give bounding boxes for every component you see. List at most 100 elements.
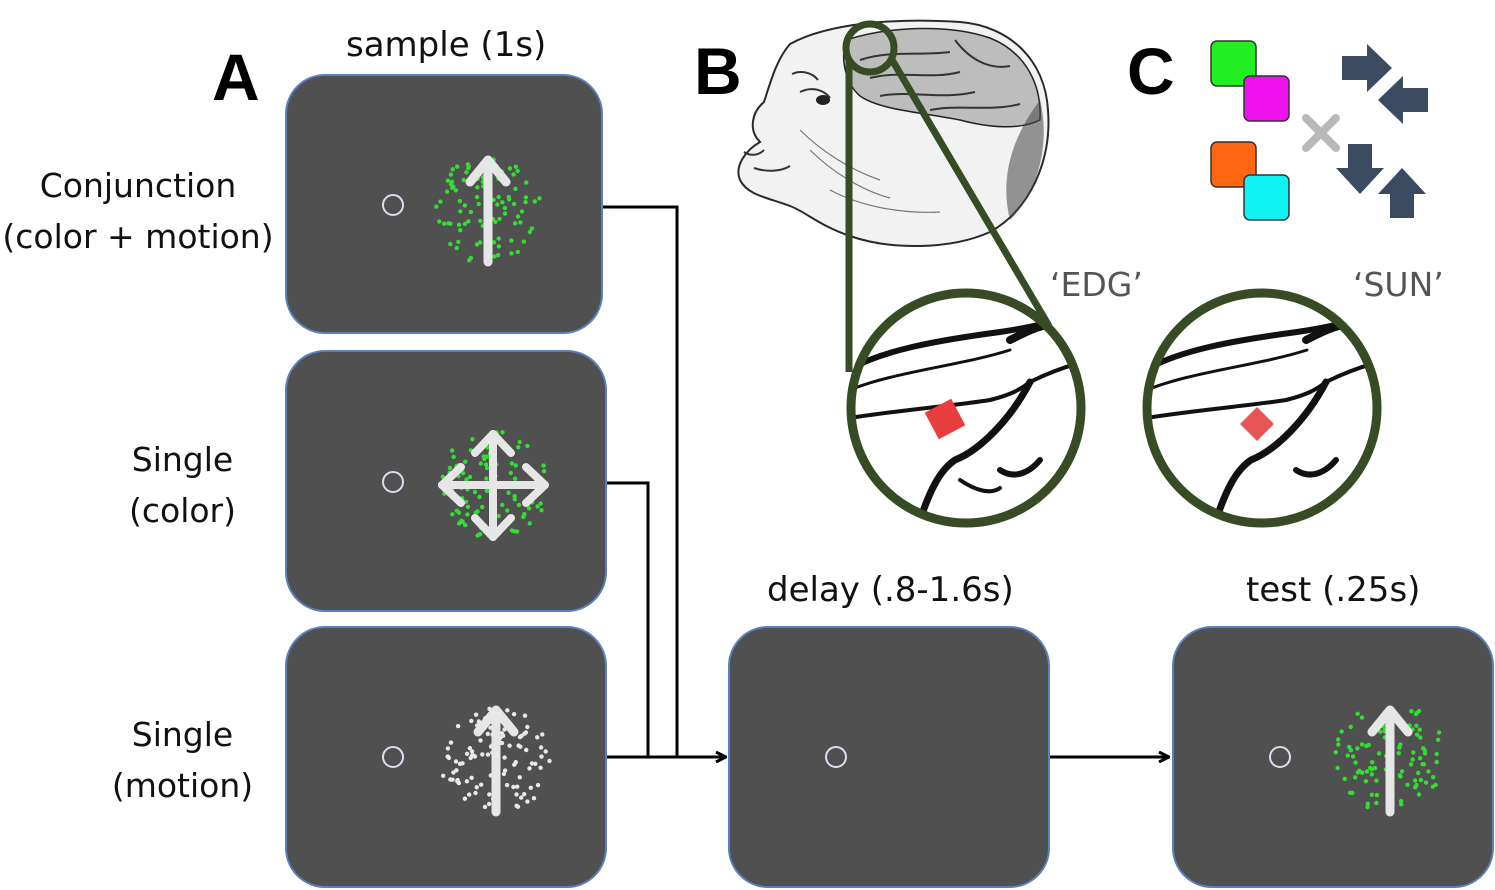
motion-dot [492, 254, 497, 259]
electrode-array-lens-edg [846, 288, 1086, 528]
motion-dot [479, 782, 484, 787]
motion-dot [541, 469, 547, 474]
motion-dot [496, 244, 502, 249]
motion-dot [525, 799, 530, 804]
motion-dot [502, 755, 507, 760]
motion-dot [1364, 769, 1370, 774]
delay-heading: delay (.8-1.6s) [767, 570, 1014, 610]
motion-dot [465, 162, 471, 167]
motion-dot [1372, 765, 1378, 771]
motion-dot [515, 168, 520, 174]
motion-dot [455, 779, 460, 784]
motion-dot [1369, 792, 1375, 797]
motion-dot [461, 177, 466, 183]
motion-dot [462, 796, 468, 801]
motion-dot [491, 240, 497, 245]
motion-dot [448, 740, 454, 745]
electrode-array [924, 398, 966, 440]
motion-dot [532, 199, 537, 204]
test-heading: test (.25s) [1246, 570, 1421, 610]
arrow-right-icon [1342, 44, 1392, 92]
motion-dot [511, 172, 516, 177]
motion-dot [448, 241, 453, 247]
motion-dot [463, 459, 468, 464]
motion-dot [502, 768, 508, 773]
color-square-magenta [1243, 75, 1290, 122]
motion-dot [513, 164, 518, 169]
motion-dot [521, 239, 527, 244]
motion-dot [473, 790, 478, 796]
motion-dot [523, 199, 528, 205]
motion-dot [518, 220, 523, 225]
motion-dot [1414, 723, 1419, 728]
motion-dot [484, 476, 489, 481]
motion-dot [512, 529, 517, 534]
motion-dot [1405, 782, 1410, 787]
motion-dot [527, 229, 532, 235]
motion-dot [1399, 802, 1404, 807]
motion-dot [1417, 756, 1423, 761]
row-label-single-motion: Single (motion) [80, 709, 285, 811]
motion-dot [513, 186, 518, 191]
motion-dot [444, 189, 450, 194]
motion-dot [472, 489, 478, 495]
motion-dot [539, 754, 544, 759]
motion-dot [460, 519, 465, 525]
motion-dot [526, 506, 532, 511]
motion-dot [499, 731, 505, 736]
motion-dot [457, 199, 463, 204]
motion-dot [1353, 775, 1358, 780]
motion-dot [525, 443, 530, 449]
fixation-point [825, 746, 847, 768]
motion-dot [441, 773, 446, 778]
row-label-conjunction: Conjunction (color + motion) [0, 160, 276, 262]
motion-dot [458, 209, 463, 214]
motion-dot [1422, 751, 1428, 756]
motion-dot [478, 738, 483, 743]
array-label-edg: ‘EDG’ [1050, 265, 1143, 304]
motion-dot [1418, 735, 1423, 740]
times-icon [1302, 114, 1340, 152]
motion-dot [523, 195, 529, 200]
motion-dot [1413, 785, 1418, 790]
motion-dot [453, 759, 459, 764]
motion-dot [1417, 727, 1422, 732]
motion-dot [454, 768, 459, 773]
panel-letter-b: B [694, 34, 742, 108]
motion-dot [453, 188, 459, 193]
motion-dot [1339, 729, 1344, 734]
motion-dot [448, 172, 454, 177]
motion-dot [517, 439, 522, 445]
motion-arrow-up [1367, 705, 1413, 817]
motion-dot [484, 465, 490, 471]
motion-dot [474, 194, 480, 200]
motion-dot [500, 430, 505, 435]
motion-arrow-up [465, 155, 511, 267]
motion-dot [1398, 774, 1403, 779]
motion-dot [475, 509, 480, 514]
motion-dot [535, 504, 540, 509]
motion-dot [450, 185, 455, 190]
motion-dot [1423, 780, 1429, 785]
motion-arrow-up [473, 705, 519, 817]
motion-dot [477, 532, 483, 537]
motion-dot [511, 712, 517, 717]
motion-dot [466, 165, 471, 171]
motion-dot [449, 179, 455, 184]
motion-dot [513, 476, 518, 481]
motion-dot [1397, 745, 1402, 750]
motion-dot [529, 226, 535, 231]
motion-dot [1436, 730, 1442, 735]
motion-dot [496, 194, 501, 200]
motion-dot [515, 214, 521, 219]
motion-dot [507, 743, 512, 748]
motion-dot [475, 185, 480, 190]
motion-dot [515, 249, 520, 255]
motion-dot [446, 755, 452, 761]
motion-dot [1369, 772, 1375, 777]
color-square-orange [1210, 141, 1257, 188]
motion-dot [529, 761, 535, 766]
motion-dot [1368, 765, 1373, 771]
motion-dot [460, 471, 466, 476]
motion-dot [538, 745, 544, 750]
